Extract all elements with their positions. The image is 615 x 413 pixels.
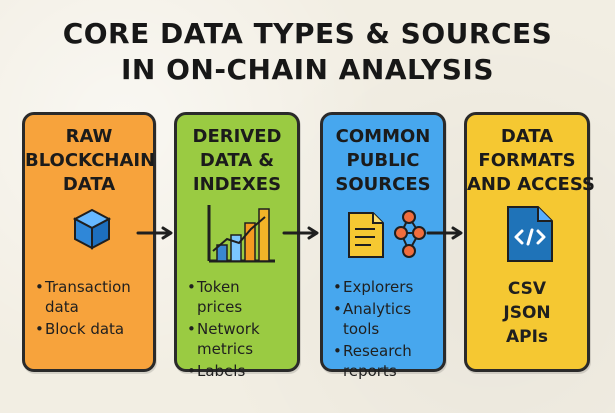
derived-item-labels: Labels (187, 361, 289, 381)
formats-card-title: DATA FORMATS AND ACCESS (467, 125, 595, 197)
public-card-items: Explorers Analytics tools Research repor… (333, 277, 435, 383)
arrow-right-icon (282, 226, 319, 240)
formats-item-json: JSON (503, 303, 551, 323)
document-network-icon (348, 210, 426, 258)
formats-card-items: CSV JSON APIs (467, 277, 587, 349)
derived-card-title: DERIVED DATA & INDEXES (177, 125, 297, 197)
derived-card-title-line-2: DATA & (199, 150, 275, 171)
title-line-2: IN ON-CHAIN ANALYSIS (121, 53, 494, 86)
raw-card-title-line-1: RAW (65, 126, 113, 147)
common-public-sources-card: COMMON PUBLIC SOURCES Explorers Analytic… (320, 112, 446, 380)
public-card-title-line-3: SOURCES (335, 174, 431, 195)
formats-item-csv: CSV (507, 279, 547, 299)
raw-card-items: Transaction data Block data (35, 277, 145, 341)
code-file-icon (507, 206, 553, 262)
bar-chart-icon (207, 205, 275, 263)
derived-item-network-metrics: Network metrics (187, 319, 289, 359)
public-item-explorers: Explorers (333, 277, 435, 297)
cube-icon (72, 208, 112, 250)
derived-item-token-prices: Token prices (187, 277, 289, 317)
formats-card-title-line-1: DATA (500, 126, 554, 147)
raw-item-transaction-data: Transaction data (35, 277, 145, 317)
derived-card-title-line-1: DERIVED (192, 126, 282, 147)
arrow-right-icon (136, 226, 173, 240)
raw-item-block-data: Block data (35, 319, 145, 339)
public-card-title-line-1: COMMON (335, 126, 431, 147)
raw-card-title-line-3: DATA (62, 174, 116, 195)
derived-card-items: Token prices Network metrics Labels (187, 277, 289, 383)
raw-blockchain-data-card: RAW BLOCKCHAIN DATA Transaction data Blo… (22, 112, 156, 372)
formats-item-apis: APIs (505, 327, 549, 347)
public-card-title-line-2: PUBLIC (346, 150, 420, 171)
raw-card-title: RAW BLOCKCHAIN DATA (25, 125, 156, 197)
formats-card-title-line-2: FORMATS (478, 150, 576, 171)
data-formats-access-card: DATA FORMATS AND ACCESS CSV JSON APIs (464, 112, 595, 372)
title-line-1: CORE DATA TYPES & SOURCES (62, 17, 553, 50)
raw-card-title-line-2: BLOCKCHAIN (25, 150, 156, 171)
arrow-right-icon (426, 226, 463, 240)
public-item-research-reports: Research reports (333, 341, 435, 381)
derived-data-indexes-card: DERIVED DATA & INDEXES Token prices Netw… (174, 112, 300, 381)
page-title: CORE DATA TYPES & SOURCES IN ON-CHAIN AN… (0, 16, 615, 88)
public-item-analytics-tools: Analytics tools (333, 299, 435, 339)
formats-card-title-line-3: AND ACCESS (467, 174, 595, 195)
public-card-title: COMMON PUBLIC SOURCES (323, 125, 443, 197)
derived-card-title-line-3: INDEXES (192, 174, 282, 195)
